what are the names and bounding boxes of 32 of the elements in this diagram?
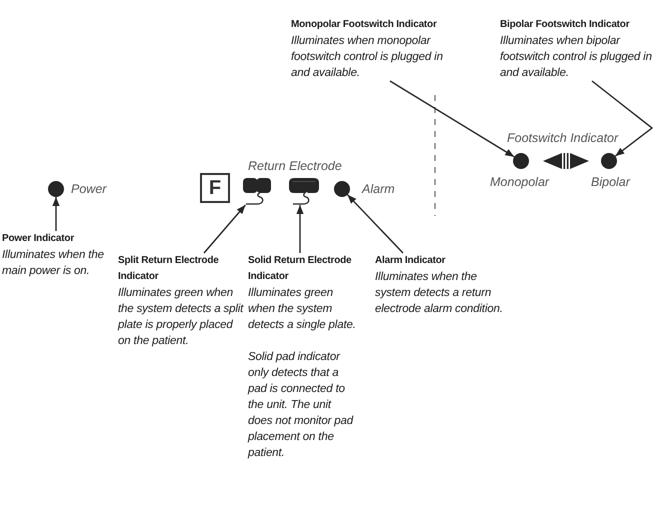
indicator-label: Monopolar	[490, 175, 550, 190]
status-dot-icon	[513, 153, 529, 169]
single-pad-icon	[289, 178, 319, 205]
indicator-label: Bipolar	[591, 175, 630, 190]
callout-text: Solid pad indicator only detects that a pad is connected to the unit. The unit does not monitor pad placement on the patient.	[248, 350, 354, 461]
leader-arrow	[390, 80, 515, 158]
status-dot-icon	[48, 181, 64, 197]
indicator-label: Power	[71, 182, 106, 197]
callout-text: Illuminates green when the system detects a split plate is properly placed on the patient.	[118, 286, 244, 349]
panel-label: Return Electrode	[248, 159, 342, 174]
leader-arrow	[296, 205, 304, 253]
callout-heading: Power Indicator	[2, 232, 74, 246]
callout-text: Illuminates when bipolar footswitch control is plugged in and available.	[500, 34, 653, 81]
callout-text: Illuminates when the system detects a return electrode alarm condition.	[375, 270, 504, 317]
indicator-label: Alarm	[362, 182, 395, 197]
callout-text: Illuminates when the main power is on.	[2, 248, 105, 279]
callout-heading: Split Return Electrode Indicator	[118, 254, 220, 284]
callout-heading: Alarm Indicator	[375, 254, 446, 268]
leader-arrow	[203, 204, 246, 254]
key-symbol: F	[200, 173, 230, 203]
callout-heading: Bipolar Footswitch Indicator	[500, 18, 630, 32]
callout-heading: Solid Return Electrode Indicator	[248, 254, 352, 284]
callout-heading: Monopolar Footswitch Indicator	[291, 18, 437, 32]
status-dot-icon	[334, 181, 350, 197]
panel-label: Footswitch Indicator	[507, 131, 618, 146]
status-dot-icon	[601, 153, 617, 169]
leader-arrow	[347, 194, 404, 254]
leader-arrow	[52, 197, 60, 231]
callout-text: Illuminates green when the system detects a single plate.	[248, 286, 357, 333]
leader-arrow	[592, 80, 654, 157]
callout-text: Illuminates when monopolar footswitch control is plugged in and available.	[291, 34, 444, 81]
split-pad-icon	[243, 178, 271, 205]
